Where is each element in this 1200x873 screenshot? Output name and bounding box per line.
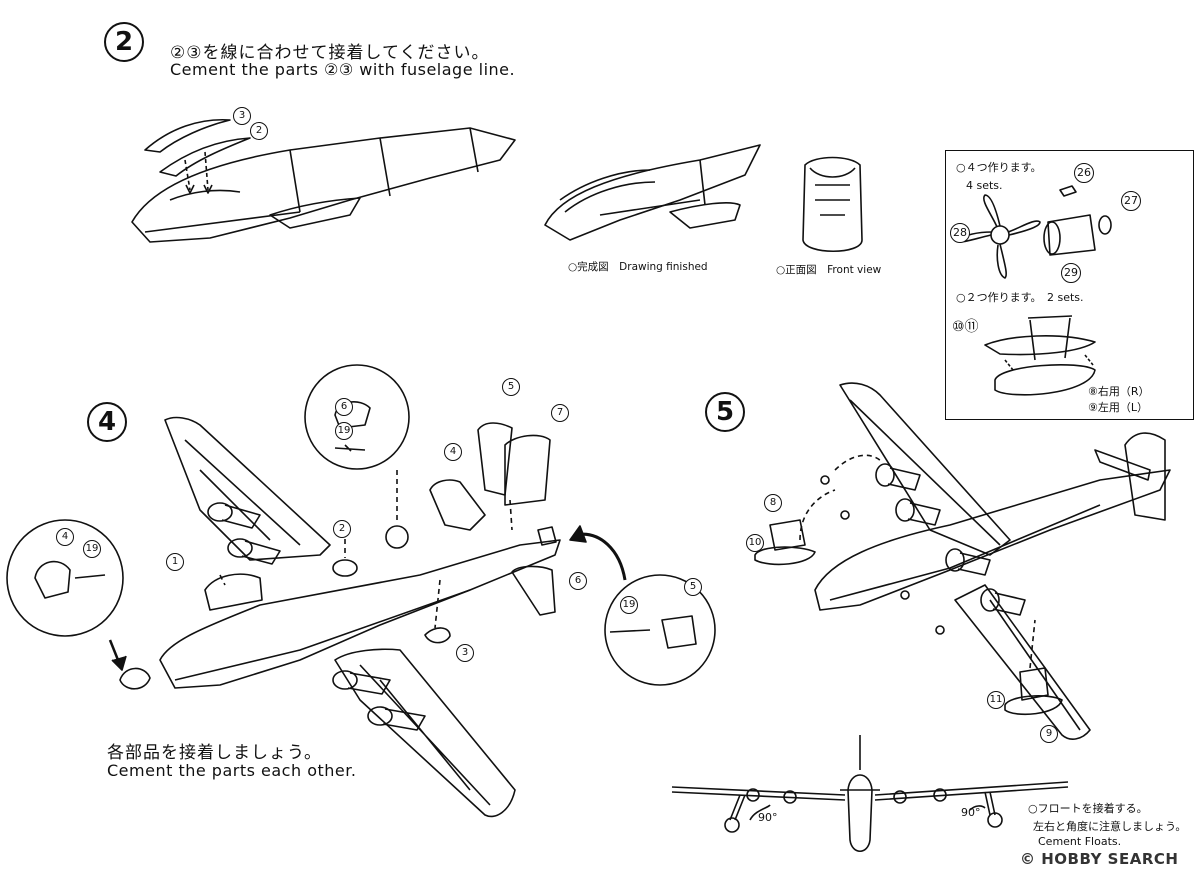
step4-part-label-4b: 4 [444,443,462,461]
inset-note1-en: 4 sets. [966,179,1003,192]
inset-float-drawing [984,315,1096,396]
step4-number: 4 [87,402,127,442]
step5-angle-right: 90° [961,806,981,819]
step5-aircraft-drawing [754,382,1171,740]
inset-propeller-drawing [959,185,1112,279]
hobby-search-watermark: © HOBBY SEARCH [1020,850,1179,868]
step4-part-label-5: 5 [502,378,520,396]
step2-front-view-drawing [802,156,863,253]
step2-part-label-3: 3 [233,107,251,125]
step2-number: 2 [104,22,144,62]
step4-part-label-1: 1 [166,553,184,571]
inset-part-28: 28 [950,223,970,243]
step2-instruction-en: Cement the parts ②③ with fuselage line. [170,60,516,79]
step2-instruction-jp: ②③を線に合わせて接着してください。 [170,43,490,63]
step2-caption-finished: ○完成図 Drawing finished [568,261,708,273]
step2-caption-front-view: ○正面図 Front view [776,264,882,276]
step5-float-note-en: Cement Floats. [1038,835,1122,848]
inset-note1-jp: ○４つ作ります。 [956,161,1042,174]
step4-part-label-6: 6 [569,572,587,590]
inset-float-parts: ⑩⑪ [952,319,979,335]
step5-float-note-jp1: ○フロートを接着する。 [1028,802,1148,815]
step4-part-label-3: 3 [456,644,474,662]
step5-part-label-10: 10 [746,534,764,552]
inset-part-29: 29 [1061,263,1081,283]
step4-part-label-19b: 19 [83,540,101,558]
step4-part-label-19: 19 [335,422,353,440]
step4-part-label-2: 2 [333,520,351,538]
inset-right-label: ⑧右用（R） [1088,385,1150,398]
step2-part-label-2: 2 [250,122,268,140]
step2-finished-drawing [544,144,761,241]
step4-part-label-19c: 19 [620,596,638,614]
step4-part-label-4: 4 [56,528,74,546]
step5-part-label-11: 11 [987,691,1005,709]
step4-part-label-6b: 6 [335,398,353,416]
step5-angle-left: 90° [758,811,778,824]
propeller-float-inset: ○４つ作ります。 4 sets. 26 27 28 29 ○２つ作ります。 2 … [945,150,1194,420]
inset-part-27: 27 [1121,191,1141,211]
step4-instruction-jp: 各部品を接着しましょう。 [107,743,322,763]
step4-part-label-5b: 5 [684,578,702,596]
step5-part-label-9: 9 [1040,725,1058,743]
step2-fuselage-drawing [131,118,516,243]
step4-circle-insets [6,364,716,690]
inset-note2: ○２つ作ります。 2 sets. [956,291,1084,304]
inset-left-label: ⑨左用（L） [1088,401,1148,414]
step4-instruction-en: Cement the parts each other. [107,761,357,780]
step5-front-view-drawing [671,735,1069,853]
step5-float-note-jp2: 左右と角度に注意しましょう。 [1033,820,1187,833]
inset-part-26: 26 [1074,163,1094,183]
step4-part-label-7: 7 [551,404,569,422]
step5-part-label-8: 8 [764,494,782,512]
step4-aircraft-drawing [159,416,627,818]
step5-number: 5 [705,392,745,432]
